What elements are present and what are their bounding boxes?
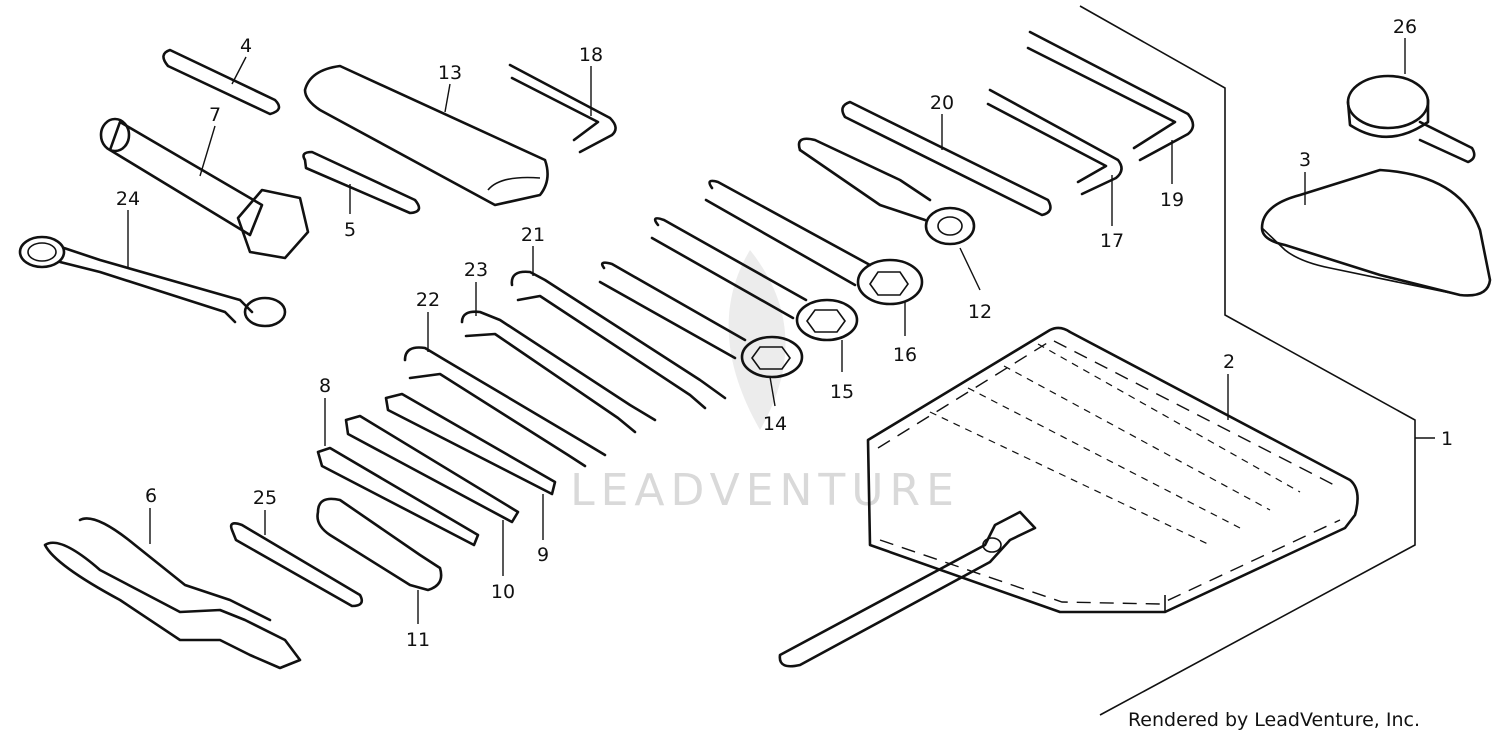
callout-9: 9 — [537, 544, 549, 566]
callout-24: 24 — [116, 188, 140, 210]
callout-14: 14 — [763, 413, 787, 435]
callout-26: 26 — [1393, 16, 1417, 38]
part-4-strip — [162, 48, 281, 116]
part-5-strip — [302, 150, 421, 215]
callout-23: 23 — [464, 259, 488, 281]
part-16-hex-wrench — [704, 179, 924, 336]
part-24-box-wrench — [18, 210, 287, 328]
watermark: LEADVENTURE — [570, 250, 960, 516]
part-10-screwdriver-shaft — [344, 414, 520, 576]
callout-18: 18 — [579, 44, 603, 66]
callout-12: 12 — [968, 301, 992, 323]
callout-11: 11 — [406, 629, 430, 651]
part-19-hex-key — [1026, 30, 1195, 184]
part-22-open-wrench — [403, 312, 607, 468]
part-12-ratchet — [797, 137, 981, 291]
part-14-hex-wrench — [598, 261, 804, 407]
callout-2: 2 — [1223, 351, 1235, 373]
callout-13: 13 — [438, 62, 462, 84]
callout-17: 17 — [1100, 230, 1124, 252]
callout-19: 19 — [1160, 189, 1184, 211]
callout-1: 1 — [1441, 428, 1453, 450]
callout-25: 25 — [253, 487, 277, 509]
callout-22: 22 — [416, 289, 440, 311]
callout-7: 7 — [209, 104, 221, 126]
part-11-handle — [316, 497, 443, 624]
part-2-tool-bag — [778, 326, 1359, 668]
callout-labels: 1 2 3 4 5 6 7 8 9 10 11 12 13 14 15 16 1… — [116, 16, 1453, 651]
callout-10: 10 — [491, 581, 515, 603]
callout-8: 8 — [319, 375, 331, 397]
part-3-pouch — [1260, 168, 1492, 297]
callout-16: 16 — [893, 344, 917, 366]
part-17-hex-key — [986, 88, 1123, 226]
part-8-screwdriver-shaft — [316, 398, 480, 547]
part-13-tool-case — [303, 64, 549, 207]
kit-boundary — [1079, 5, 1416, 716]
part-21-open-wrench — [510, 246, 727, 410]
callout-15: 15 — [830, 381, 854, 403]
part-23-open-wrench — [460, 282, 657, 434]
part-25-strip — [229, 510, 364, 608]
callout-20: 20 — [930, 92, 954, 114]
callout-6: 6 — [145, 485, 157, 507]
callout-4: 4 — [240, 35, 252, 57]
part-15-hex-wrench — [650, 217, 859, 372]
callout-21: 21 — [521, 224, 545, 246]
part-20-rod — [841, 100, 1052, 217]
callout-5: 5 — [344, 219, 356, 241]
part-9-screwdriver-shaft — [384, 392, 557, 540]
part-26-gauge — [1346, 38, 1476, 164]
credit-text: Rendered by LeadVenture, Inc. — [1127, 709, 1420, 731]
part-6-pliers — [43, 508, 302, 670]
part-18-hex-key — [508, 63, 617, 154]
part-7-plug-wrench — [99, 117, 310, 260]
callout-3: 3 — [1299, 149, 1311, 171]
watermark-text: LEADVENTURE — [570, 465, 960, 516]
